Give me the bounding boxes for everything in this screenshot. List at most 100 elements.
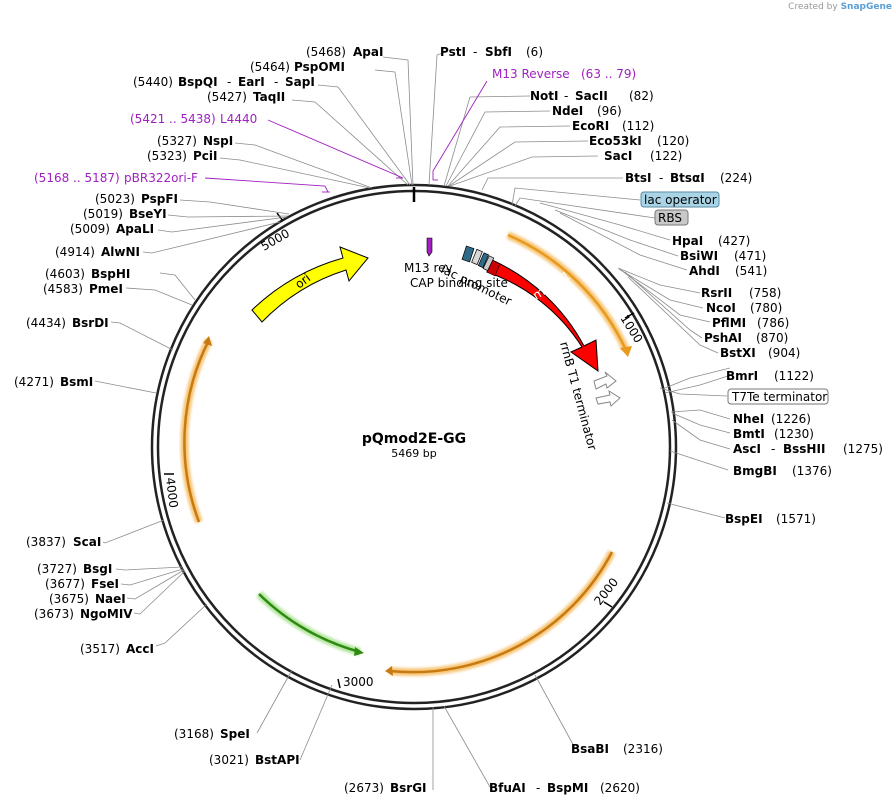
site-btsi[interactable]: BtsI bbox=[625, 171, 652, 185]
site-sacii[interactable]: SacII bbox=[575, 89, 608, 103]
site-nspi[interactable]: NspI bbox=[203, 134, 233, 148]
site-bsrdi[interactable]: BsrDI bbox=[72, 316, 109, 330]
site-bsshii[interactable]: BssHII bbox=[783, 442, 825, 456]
site-eco53ki[interactable]: Eco53kI bbox=[589, 134, 642, 148]
site-ngomiv[interactable]: NgoMIV bbox=[80, 607, 133, 621]
site-bmri[interactable]: BmrI bbox=[726, 369, 758, 383]
ori-feature: ori bbox=[251, 246, 369, 323]
site-apai[interactable]: ApaI bbox=[353, 45, 383, 59]
site-pcii-pos: (5323) bbox=[147, 149, 187, 163]
site-rsrii[interactable]: RsrII bbox=[701, 286, 732, 300]
site-fsei[interactable]: FseI bbox=[91, 577, 119, 591]
cap-binding-site-label: CAP binding site bbox=[410, 276, 508, 290]
rbs-box bbox=[654, 209, 689, 226]
site-pspomi[interactable]: PspOMI bbox=[294, 60, 345, 74]
site-bspmi[interactable]: BspMI bbox=[547, 781, 588, 795]
site-pcii[interactable]: PciI bbox=[193, 149, 218, 163]
site-asci-pos: (1275) bbox=[843, 442, 883, 456]
site-btsai[interactable]: BtsαI bbox=[670, 171, 705, 185]
svg-text:-: - bbox=[473, 45, 477, 59]
t7te-terminator-box bbox=[727, 388, 829, 405]
site-bspqi[interactable]: BspQI bbox=[178, 75, 218, 89]
site-saci[interactable]: SacI bbox=[604, 149, 632, 163]
site-bmgbi[interactable]: BmgBI bbox=[733, 464, 777, 478]
site-taqii[interactable]: TaqII bbox=[253, 90, 285, 104]
site-bsmi[interactable]: BsmI bbox=[60, 375, 93, 389]
site-apai-pos: (5468) bbox=[306, 45, 346, 59]
tick-5000: 5000 bbox=[259, 226, 292, 253]
site-hpai-pos: (427) bbox=[718, 234, 750, 248]
site-bfuai[interactable]: BfuAI bbox=[489, 781, 526, 795]
site-bspei-pos: (1571) bbox=[776, 512, 816, 526]
site-bmti-pos: (1230) bbox=[774, 427, 814, 441]
site-bseyi[interactable]: BseYI bbox=[129, 207, 167, 221]
site-ecori[interactable]: EcoRI bbox=[572, 119, 609, 133]
site-acci-pos: (3517) bbox=[80, 642, 120, 656]
site-pflmi[interactable]: PflMI bbox=[712, 316, 746, 330]
primer-pbr322[interactable]: pBR322ori-F bbox=[124, 171, 198, 185]
svg-text:-: - bbox=[274, 75, 278, 89]
site-nhei[interactable]: NheI bbox=[733, 412, 764, 426]
site-alwni[interactable]: AlwNI bbox=[101, 245, 140, 259]
snapgene-logo: SnapGene bbox=[840, 2, 892, 12]
site-bmti[interactable]: BmtI bbox=[733, 427, 765, 441]
site-sbfi[interactable]: SbfI bbox=[485, 45, 512, 59]
site-ncoi[interactable]: NcoI bbox=[706, 301, 736, 315]
m13-rev-label: M13 rev bbox=[404, 261, 453, 275]
site-noti[interactable]: NotI bbox=[530, 89, 559, 103]
svg-text:-: - bbox=[659, 171, 663, 185]
lac-operator-box bbox=[640, 191, 720, 208]
site-bsabi[interactable]: BsaBI bbox=[571, 742, 609, 756]
snapgene-credit: Created by SnapGene bbox=[788, 2, 892, 12]
site-bsphi[interactable]: BspHI bbox=[91, 267, 130, 281]
site-ndei[interactable]: NdeI bbox=[552, 104, 583, 118]
site-noti-pos: (82) bbox=[629, 89, 654, 103]
site-pspomi-pos: (5464) bbox=[250, 60, 290, 74]
site-pshai[interactable]: PshAI bbox=[704, 331, 742, 345]
site-eari[interactable]: EarI bbox=[238, 75, 265, 89]
site-apali[interactable]: ApaLI bbox=[116, 222, 154, 236]
primer-m13-reverse-pos: (63 .. 79) bbox=[581, 67, 636, 81]
site-bsgi[interactable]: BsgI bbox=[83, 562, 112, 576]
primer-m13-reverse[interactable]: M13 Reverse bbox=[492, 67, 570, 81]
lac-region bbox=[426, 237, 495, 272]
site-asci[interactable]: AscI bbox=[733, 442, 761, 456]
site-bspqi-pos: (5440) bbox=[133, 75, 173, 89]
site-scai[interactable]: ScaI bbox=[73, 535, 101, 549]
site-bsrgi[interactable]: BsrGI bbox=[390, 781, 427, 795]
site-ahdi-pos: (541) bbox=[735, 264, 767, 278]
site-pspfi[interactable]: PspFI bbox=[141, 192, 178, 206]
leader-lines bbox=[94, 52, 731, 790]
site-bsrdi-pos: (4434) bbox=[26, 316, 66, 330]
site-pmei[interactable]: PmeI bbox=[89, 282, 123, 296]
site-scai-pos: (3837) bbox=[26, 535, 66, 549]
site-pshai-pos: (870) bbox=[756, 331, 788, 345]
primer-l4440[interactable]: L4440 bbox=[220, 112, 257, 126]
terminators bbox=[593, 371, 621, 407]
site-spei[interactable]: SpeI bbox=[220, 727, 250, 741]
site-bspei[interactable]: BspEI bbox=[725, 512, 763, 526]
site-bseyi-pos: (5019) bbox=[83, 207, 123, 221]
site-hpai[interactable]: HpaI bbox=[672, 234, 703, 248]
tick-3000: 3000 bbox=[343, 675, 374, 689]
site-bstxi-pos: (904) bbox=[768, 346, 800, 360]
scale-ticks: 1000 2000 3000 4000 5000 bbox=[163, 212, 646, 689]
svg-text:-: - bbox=[771, 442, 775, 456]
site-sapi[interactable]: SapI bbox=[285, 75, 315, 89]
site-bsiwi[interactable]: BsiWI bbox=[680, 249, 718, 263]
svg-text:-: - bbox=[536, 781, 540, 795]
site-ncoi-pos: (780) bbox=[750, 301, 782, 315]
site-ahdi[interactable]: AhdI bbox=[689, 264, 720, 278]
site-saci-pos: (122) bbox=[650, 149, 682, 163]
primer-leads bbox=[204, 80, 488, 193]
site-naei[interactable]: NaeI bbox=[95, 592, 126, 606]
site-btsi-pos: (224) bbox=[720, 171, 752, 185]
site-bstxi[interactable]: BstXI bbox=[720, 346, 756, 360]
site-acci[interactable]: AccI bbox=[126, 642, 154, 656]
site-alwni-pos: (4914) bbox=[55, 245, 95, 259]
site-ecori-pos: (112) bbox=[622, 119, 654, 133]
site-bsphi-pos: (4603) bbox=[45, 267, 85, 281]
site-bstapi[interactable]: BstAPI bbox=[255, 753, 300, 767]
site-psti[interactable]: PstI bbox=[440, 45, 466, 59]
